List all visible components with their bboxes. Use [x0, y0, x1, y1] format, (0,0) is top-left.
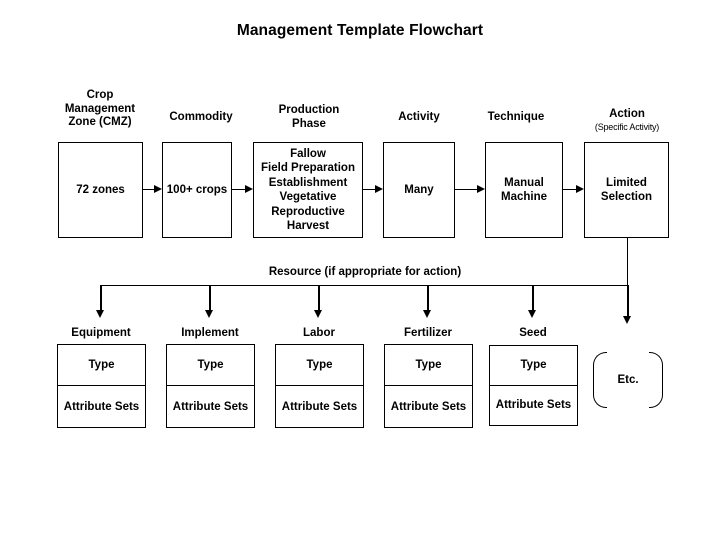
resource-type-cell: Type — [385, 345, 472, 386]
stage-box-production-phase[interactable]: Fallow Field Preparation Establishment V… — [253, 142, 363, 238]
arrowhead-right-icon — [245, 184, 253, 193]
arrowhead-down-icon — [423, 310, 431, 318]
stage-header-line: Phase — [292, 117, 326, 130]
stage-header-technique: Technique — [470, 111, 562, 125]
resource-type-cell: Type — [167, 345, 254, 386]
connector-bus-to-implement — [209, 285, 211, 311]
resource-box-fertilizer[interactable]: Type Attribute Sets — [384, 344, 473, 428]
page-title: Management Template Flowchart — [236, 22, 484, 39]
connector-cmz-to-commodity — [143, 189, 156, 190]
resource-box-implement[interactable]: Type Attribute Sets — [166, 344, 255, 428]
arrowhead-down-icon — [96, 310, 104, 318]
stage-box-line: 100+ crops — [166, 183, 228, 196]
stage-box-line: Fallow — [290, 147, 326, 160]
arrowhead-down-icon — [205, 310, 213, 318]
stage-header-line: Activity — [398, 111, 440, 123]
etc-group[interactable]: Etc. — [593, 352, 663, 408]
stage-box-technique[interactable]: Manual Machine — [485, 142, 563, 238]
resource-label-fertilizer: Fertilizer — [404, 327, 452, 339]
connector-bus-to-fertilizer — [427, 285, 429, 311]
resource-attributes-cell: Attribute Sets — [172, 400, 249, 413]
stage-box-line: Selection — [600, 191, 653, 203]
connector-bus-to-seed — [532, 285, 534, 311]
stage-header-subtitle: (Specific Activity) — [594, 121, 660, 132]
stage-box-cmz[interactable]: 72 zones — [58, 142, 143, 238]
resource-box-equipment[interactable]: Type Attribute Sets — [57, 344, 146, 428]
resource-attributes-cell: Attribute Sets — [63, 400, 140, 413]
stage-box-line: Limited — [606, 176, 647, 189]
resource-type-cell: Type — [490, 346, 577, 386]
stage-box-line: Field Preparation — [261, 162, 355, 174]
resource-box-seed[interactable]: Type Attribute Sets — [489, 345, 578, 426]
stage-box-line: Reproductive — [271, 205, 345, 218]
stage-box-line: 72 zones — [76, 183, 125, 196]
resource-bus-label: Resource (if appropriate for action) — [268, 266, 462, 278]
arrowhead-right-icon — [154, 184, 162, 193]
stage-header-line: Action — [609, 108, 645, 120]
stage-header-production-phase: Production Phase — [252, 104, 366, 131]
resource-attributes-cell: Attribute Sets — [495, 399, 572, 412]
stage-box-line: Vegetative — [279, 191, 337, 203]
stage-box-action[interactable]: Limited Selection — [584, 142, 669, 238]
resource-attributes-cell: Attribute Sets — [281, 400, 358, 413]
resource-label-equipment: Equipment — [71, 327, 131, 339]
connector-activity-to-technique — [455, 189, 477, 190]
stage-box-line: Machine — [500, 191, 547, 203]
stage-box-line: Establishment — [268, 176, 348, 189]
resource-label-seed: Seed — [519, 327, 547, 339]
stage-box-commodity[interactable]: 100+ crops — [162, 142, 232, 238]
stage-header-line: Management — [64, 102, 136, 115]
connector-action-to-bus — [627, 238, 628, 285]
stage-header-line: Zone (CMZ) — [68, 116, 132, 128]
arrowhead-down-icon — [623, 316, 631, 324]
connector-bus-to-equipment — [100, 285, 102, 311]
arrowhead-down-icon — [528, 310, 536, 318]
stage-box-activity[interactable]: Many — [383, 142, 455, 238]
etc-label: Etc. — [617, 374, 639, 386]
arrowhead-right-icon — [576, 184, 584, 193]
resource-box-labor[interactable]: Type Attribute Sets — [275, 344, 364, 428]
resource-bus-line — [100, 285, 628, 286]
stage-header-action: Action (Specific Activity) — [570, 108, 684, 133]
resource-attributes-cell: Attribute Sets — [390, 400, 467, 413]
stage-header-commodity: Commodity — [155, 111, 247, 125]
resource-label-labor: Labor — [303, 327, 335, 339]
connector-bus-to-etc — [627, 285, 629, 317]
arrowhead-right-icon — [375, 184, 383, 193]
stage-header-line: Production — [278, 104, 340, 116]
stage-header-line: Commodity — [169, 111, 233, 123]
resource-label-implement: Implement — [181, 327, 239, 339]
stage-box-line: Many — [404, 183, 434, 196]
arrowhead-right-icon — [477, 184, 485, 193]
arrowhead-down-icon — [314, 310, 322, 318]
connector-bus-to-labor — [318, 285, 320, 311]
stage-header-activity: Activity — [374, 111, 464, 125]
connector-phase-to-activity — [363, 189, 376, 190]
resource-type-cell: Type — [58, 345, 145, 386]
connector-technique-to-action — [563, 189, 576, 190]
stage-header-cmz: Crop Management Zone (CMZ) — [44, 89, 156, 130]
stage-box-line: Harvest — [286, 220, 330, 232]
stage-header-line: Technique — [487, 111, 545, 123]
stage-header-line: Crop — [86, 89, 114, 101]
stage-box-line: Manual — [504, 176, 544, 189]
resource-type-cell: Type — [276, 345, 363, 386]
connector-commodity-to-phase — [232, 189, 245, 190]
